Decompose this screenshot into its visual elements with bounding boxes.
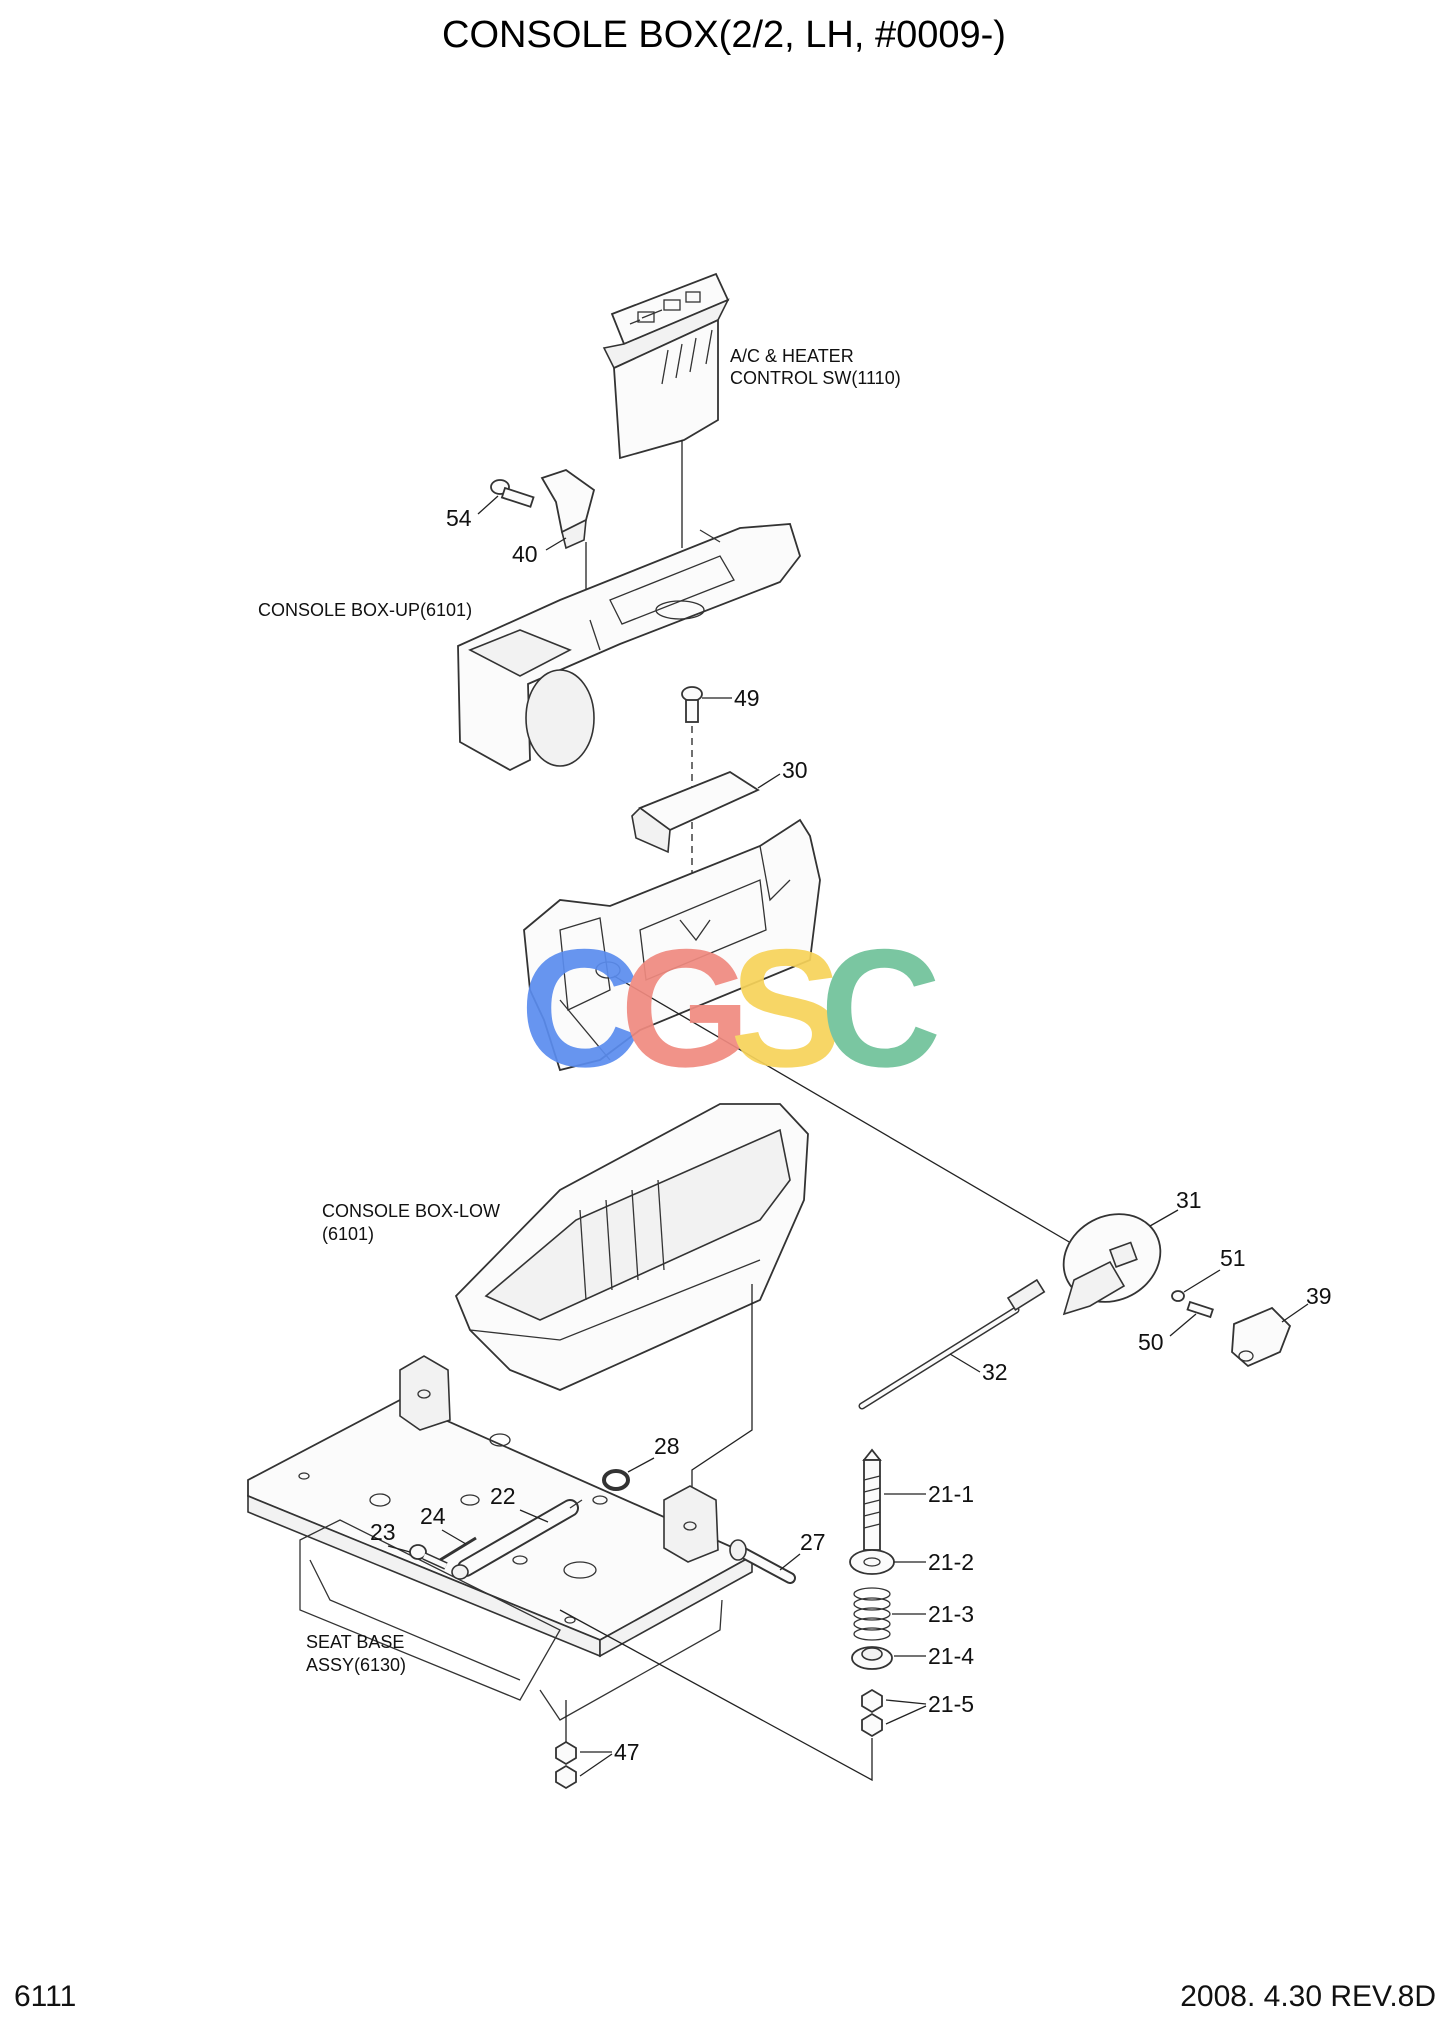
callout-51: 51 [1220, 1245, 1246, 1271]
callout-24: 24 [420, 1503, 446, 1529]
callout-31: 31 [1176, 1187, 1202, 1213]
ring-28 [602, 1469, 630, 1491]
callout-54: 54 [446, 505, 472, 531]
seat-base-label-line2: ASSY(6130) [306, 1655, 406, 1675]
callout-39: 39 [1306, 1283, 1332, 1309]
page-title: CONSOLE BOX(2/2, LH, #0009-) [442, 14, 1006, 56]
console-box-low-label-line2: (6101) [322, 1224, 374, 1244]
callout-47: 47 [614, 1739, 640, 1765]
pin-24 [439, 1536, 477, 1562]
spring-21-3 [853, 1587, 891, 1641]
callout-21-4: 21-4 [928, 1643, 974, 1669]
callout-30: 30 [782, 757, 808, 783]
callout-27: 27 [800, 1529, 826, 1555]
washer-51 [1171, 1290, 1185, 1302]
knob-40 [540, 469, 596, 550]
ac-heater-control-switch [602, 272, 730, 460]
seat-base-assy [247, 1355, 755, 1721]
callout-21-5: 21-5 [928, 1691, 974, 1717]
bracket-30 [631, 770, 760, 854]
screw-50 [1186, 1300, 1214, 1319]
bolt-23 [409, 1544, 448, 1570]
watermark-letter-1: C [520, 914, 641, 1102]
rod-32 [858, 1278, 1046, 1410]
bolt-54 [490, 479, 535, 508]
pin-27 [729, 1539, 796, 1584]
bolt-49 [681, 686, 703, 723]
console-frame [523, 818, 821, 1072]
washer-21-4 [851, 1646, 893, 1670]
console-box-up-label: CONSOLE BOX-UP(6101) [258, 600, 472, 620]
callout-49: 49 [734, 685, 760, 711]
cover-39 [1231, 1306, 1292, 1368]
callout-23: 23 [370, 1519, 396, 1545]
console-box-low-label-line1: CONSOLE BOX-LOW [322, 1201, 500, 1221]
callout-28: 28 [654, 1433, 680, 1459]
callout-22: 22 [490, 1483, 516, 1509]
revision-date: 2008. 4.30 REV.8D [1180, 1980, 1436, 2013]
callout-50: 50 [1138, 1329, 1164, 1355]
callout-40: 40 [512, 541, 538, 567]
console-box-low [454, 1103, 809, 1391]
callout-21-1: 21-1 [928, 1481, 974, 1507]
cgsc-watermark: C G S C [520, 914, 941, 1102]
plate-31 [1062, 1213, 1162, 1316]
watermark-letter-2: G [620, 914, 751, 1102]
watermark-letter-4: C [820, 914, 941, 1102]
callout-21-3: 21-3 [928, 1601, 974, 1627]
nuts-21-5 [861, 1688, 883, 1738]
bolt-21-1 [862, 1448, 882, 1551]
callout-32: 32 [982, 1359, 1008, 1385]
page-number: 6111 [14, 1980, 76, 2013]
watermark-letter-3: S [730, 914, 842, 1102]
ac-heater-label-line1: A/C & HEATER [730, 346, 854, 366]
callout-21-2: 21-2 [928, 1549, 974, 1575]
console-box-up [457, 523, 801, 772]
washer-21-2 [849, 1549, 895, 1575]
gas-spring-22 [451, 1499, 583, 1580]
ac-heater-label-line2: CONTROL SW(1110) [730, 368, 901, 388]
seat-base-label-line1: SEAT BASE [306, 1632, 404, 1652]
nuts-47 [555, 1740, 577, 1790]
